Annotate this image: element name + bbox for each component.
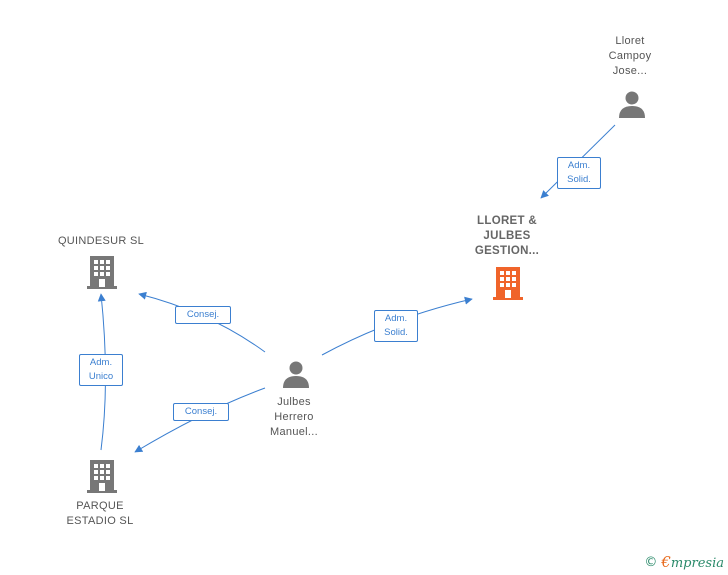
label-line: Campoy bbox=[608, 50, 652, 62]
label-line: GESTION... bbox=[474, 245, 540, 257]
label-line: Julbes bbox=[277, 396, 311, 408]
edge-label-herrero-consej-quindesur[interactable]: Consej. bbox=[175, 306, 231, 324]
edge-label-line: Solid. bbox=[567, 174, 591, 185]
label-line: PARQUE bbox=[76, 500, 124, 512]
edge-label-herrero-consej-parque[interactable]: Consej. bbox=[173, 403, 229, 421]
node-label-julbes-herrero[interactable]: Julbes Herrero Manuel... bbox=[254, 395, 334, 440]
building-icon-focus[interactable] bbox=[492, 265, 524, 301]
label-line: LLORET & bbox=[477, 215, 537, 227]
label-line: Manuel... bbox=[270, 426, 318, 438]
label-line: JULBES bbox=[483, 230, 531, 242]
brand-name: mpresia bbox=[670, 556, 724, 571]
edge-label-campoy-adm-solid[interactable]: Adm. Solid. bbox=[557, 157, 601, 189]
edge-label-line: Adm. bbox=[89, 357, 113, 368]
edge-label-line: Adm. bbox=[567, 160, 591, 171]
label-line: QUINDESUR SL bbox=[57, 235, 145, 247]
building-icon[interactable] bbox=[86, 458, 118, 494]
edge-label-line: Adm. bbox=[384, 313, 408, 324]
edge-label-adm-unico[interactable]: Adm. Unico bbox=[79, 354, 123, 386]
node-label-lloret-julbes-gestion[interactable]: LLORET & JULBES GESTION... bbox=[462, 214, 552, 259]
person-icon[interactable] bbox=[281, 359, 311, 389]
node-label-lloret-campoy[interactable]: Lloret Campoy Jose... bbox=[590, 34, 670, 79]
label-line: ESTADIO SL bbox=[66, 515, 134, 527]
node-label-parque-estadio[interactable]: PARQUE ESTADIO SL bbox=[55, 499, 145, 529]
edge-label-line: Unico bbox=[88, 371, 114, 382]
edge-label-herrero-adm-solid[interactable]: Adm. Solid. bbox=[374, 310, 418, 342]
brand-footer[interactable]: © €mpresia bbox=[644, 553, 724, 571]
brand-logo: €mpresia bbox=[661, 553, 724, 571]
edge-label-line: Consej. bbox=[184, 406, 218, 417]
label-line: Lloret bbox=[615, 35, 645, 47]
edge-label-line: Solid. bbox=[384, 327, 408, 338]
person-icon[interactable] bbox=[617, 89, 647, 119]
label-line: Jose... bbox=[612, 65, 648, 77]
node-label-quindesur[interactable]: QUINDESUR SL bbox=[50, 234, 152, 249]
brand-initial: € bbox=[661, 553, 671, 571]
building-icon[interactable] bbox=[86, 254, 118, 290]
copyright-icon: © bbox=[644, 554, 658, 570]
edge-label-line: Consej. bbox=[186, 309, 220, 320]
label-line: Herrero bbox=[274, 411, 314, 423]
